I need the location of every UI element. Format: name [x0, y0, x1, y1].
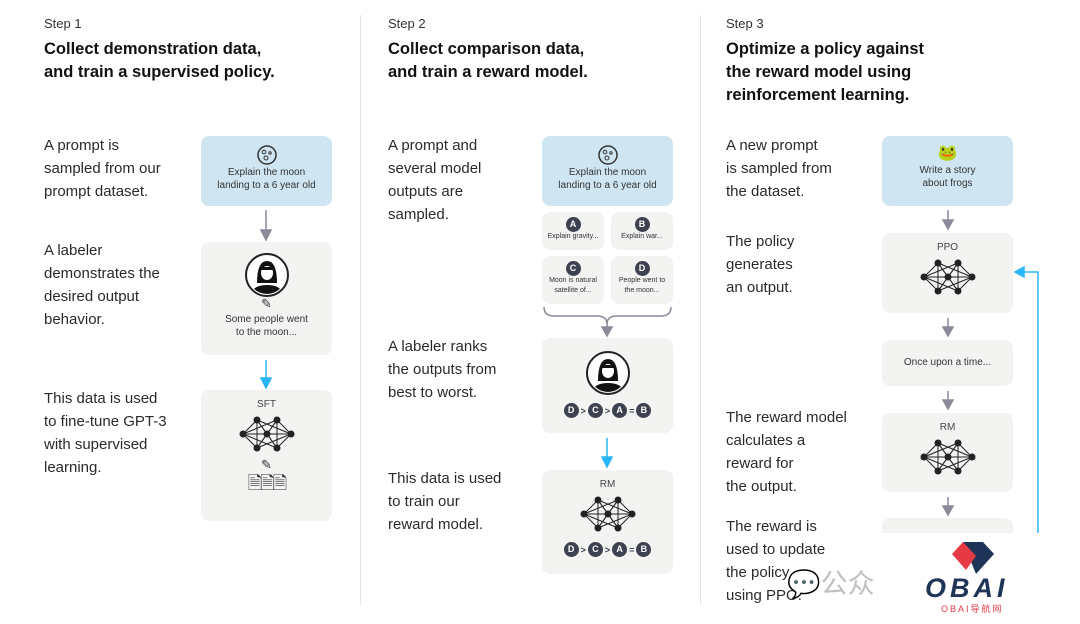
rm-box: RM [882, 413, 1013, 492]
prompt-box: Explain the moon landing to a 6 year old [542, 136, 673, 206]
obai-logo-sub: OBAI导航网 [941, 604, 1004, 614]
watermark: 💬公众 [787, 562, 875, 601]
demo-text: Some people went to the moon... [225, 314, 308, 338]
neural-network-icon [201, 412, 332, 456]
divider [700, 15, 701, 605]
moon-icon [542, 144, 673, 166]
rank-operator: = [629, 405, 635, 416]
option-text: People went to the moon... [618, 277, 666, 294]
rank-letter: D [563, 403, 579, 418]
rank-operator: > [580, 544, 586, 555]
prompt-text: Explain the moon landing to a 6 year old [217, 167, 316, 191]
rank-letter: C [587, 403, 603, 418]
prompt-box: 🐸 Write a story about frogs [882, 136, 1013, 206]
step2-desc: This data is used to train our reward mo… [388, 470, 502, 533]
step3-desc: The policy generates an output. [726, 233, 795, 296]
step2-title: Collect comparison data, and train a rew… [388, 40, 588, 81]
rank-operator: > [580, 405, 586, 416]
ranking: D>C>A=B [542, 403, 673, 418]
output-box: Once upon a time... [882, 340, 1013, 386]
wechat-icon: 💬 [787, 569, 821, 599]
obai-logo: OBAI [925, 573, 1009, 603]
model-label: RM [599, 479, 616, 490]
rank-letter: A [612, 403, 628, 418]
step1-desc: A labeler demonstrates the desired outpu… [44, 242, 160, 328]
option-letter: C [565, 261, 581, 276]
frog-icon: 🐸 [937, 145, 958, 162]
step1-title: Collect demonstration data, and train a … [44, 40, 275, 81]
step2-desc: A prompt and several model outputs are s… [388, 137, 482, 223]
ranking: D>C>A=B [542, 542, 673, 557]
step1-desc: A prompt is sampled from our prompt data… [44, 137, 161, 200]
prompt-box: Explain the moon landing to a 6 year old [201, 136, 332, 206]
rank-letter: B [636, 403, 652, 418]
step3-desc: The reward is used to update the policy … [726, 518, 826, 604]
rank-operator: = [629, 544, 635, 555]
neural-network-icon [882, 435, 1013, 479]
output-text: Once upon a time... [903, 357, 992, 368]
model-label: SFT [257, 399, 276, 410]
documents-icon: 🗎🗎🗎 [247, 473, 287, 493]
step3-title: Optimize a policy against the reward mod… [726, 40, 925, 104]
rm-box: RM D>C>A=B [542, 470, 673, 574]
ranking-box: D>C>A=B [542, 338, 673, 433]
option-text: Moon is natural satellite of... [549, 277, 597, 294]
option-text: Explain gravity... [547, 233, 599, 240]
step1-label: Step 1 [44, 16, 82, 31]
divider [360, 15, 361, 605]
bracket [543, 306, 672, 325]
rank-letter: C [587, 542, 603, 557]
option-letter: B [634, 217, 650, 232]
watermark-text: 公众 [820, 569, 875, 599]
sft-box: SFT ✎ 🗎🗎🗎 [201, 390, 332, 521]
rank-operator: > [604, 544, 611, 555]
pencil-icon: ✎ [261, 457, 272, 472]
rank-letter: B [636, 542, 652, 557]
prompt-text: Explain the moon landing to a 6 year old [558, 167, 657, 191]
step2-desc: A labeler ranks the outputs from best to… [388, 338, 497, 401]
step3-label: Step 3 [726, 16, 764, 31]
rank-letter: A [612, 542, 628, 557]
labeler-avatar-icon [542, 351, 673, 395]
step1-desc: This data is used to fine-tune GPT-3 wit… [44, 390, 167, 476]
pencil-icon: ✎ [261, 296, 272, 311]
prompt-text: Write a story about frogs [919, 165, 976, 189]
neural-network-icon [542, 492, 673, 536]
step2-label: Step 2 [388, 16, 426, 31]
option-letter: A [565, 217, 581, 232]
ppo-box: PPO [882, 233, 1013, 313]
option-letter: D [634, 261, 650, 276]
obai-logo-icon [952, 542, 994, 574]
demonstration-box: ✎ Some people went to the moon... [201, 242, 332, 355]
step3-desc: A new prompt is sampled from the dataset… [726, 137, 832, 200]
neural-network-icon [882, 255, 1013, 299]
rank-letter: D [563, 542, 579, 557]
option-text: Explain war... [621, 233, 663, 240]
model-label: RM [939, 422, 956, 433]
moon-icon [201, 144, 332, 166]
model-label: PPO [936, 242, 959, 253]
step3-desc: The reward model calculates a reward for… [726, 409, 847, 495]
labeler-avatar-icon [201, 253, 332, 297]
rank-operator: > [604, 405, 611, 416]
